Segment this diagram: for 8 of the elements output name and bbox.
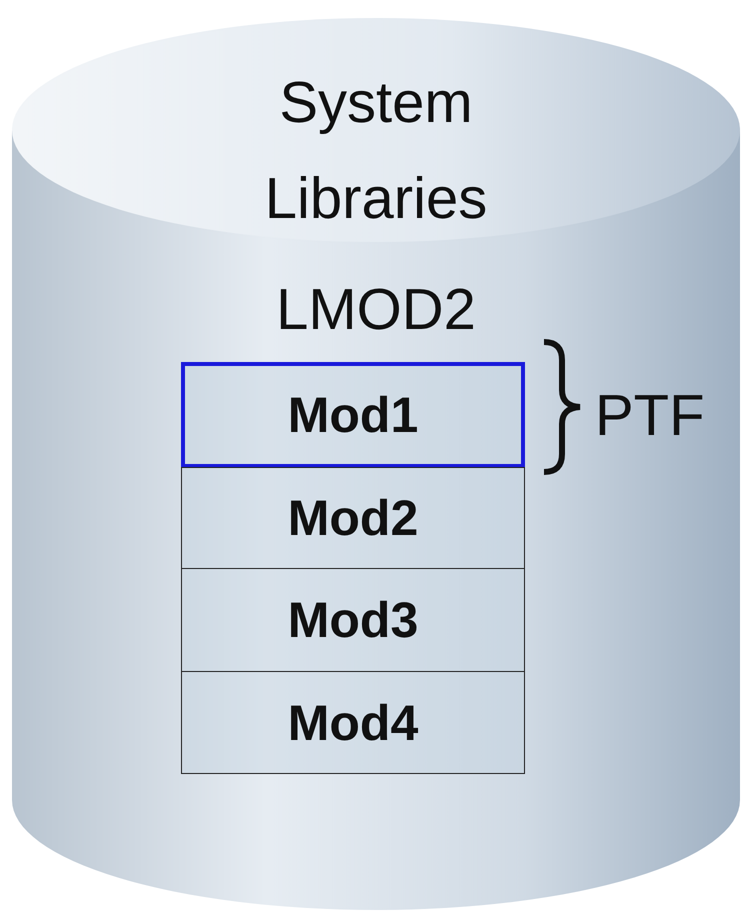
module-box: Mod2 <box>181 467 525 569</box>
cylinder-title: System Libraries <box>264 69 488 233</box>
module-box: Mod4 <box>181 671 525 774</box>
group-label: PTF <box>595 382 705 449</box>
module-box: Mod1 <box>181 362 525 468</box>
library-name: LMOD2 <box>275 276 477 344</box>
module-box: Mod3 <box>181 568 525 672</box>
cylinder <box>12 15 740 910</box>
